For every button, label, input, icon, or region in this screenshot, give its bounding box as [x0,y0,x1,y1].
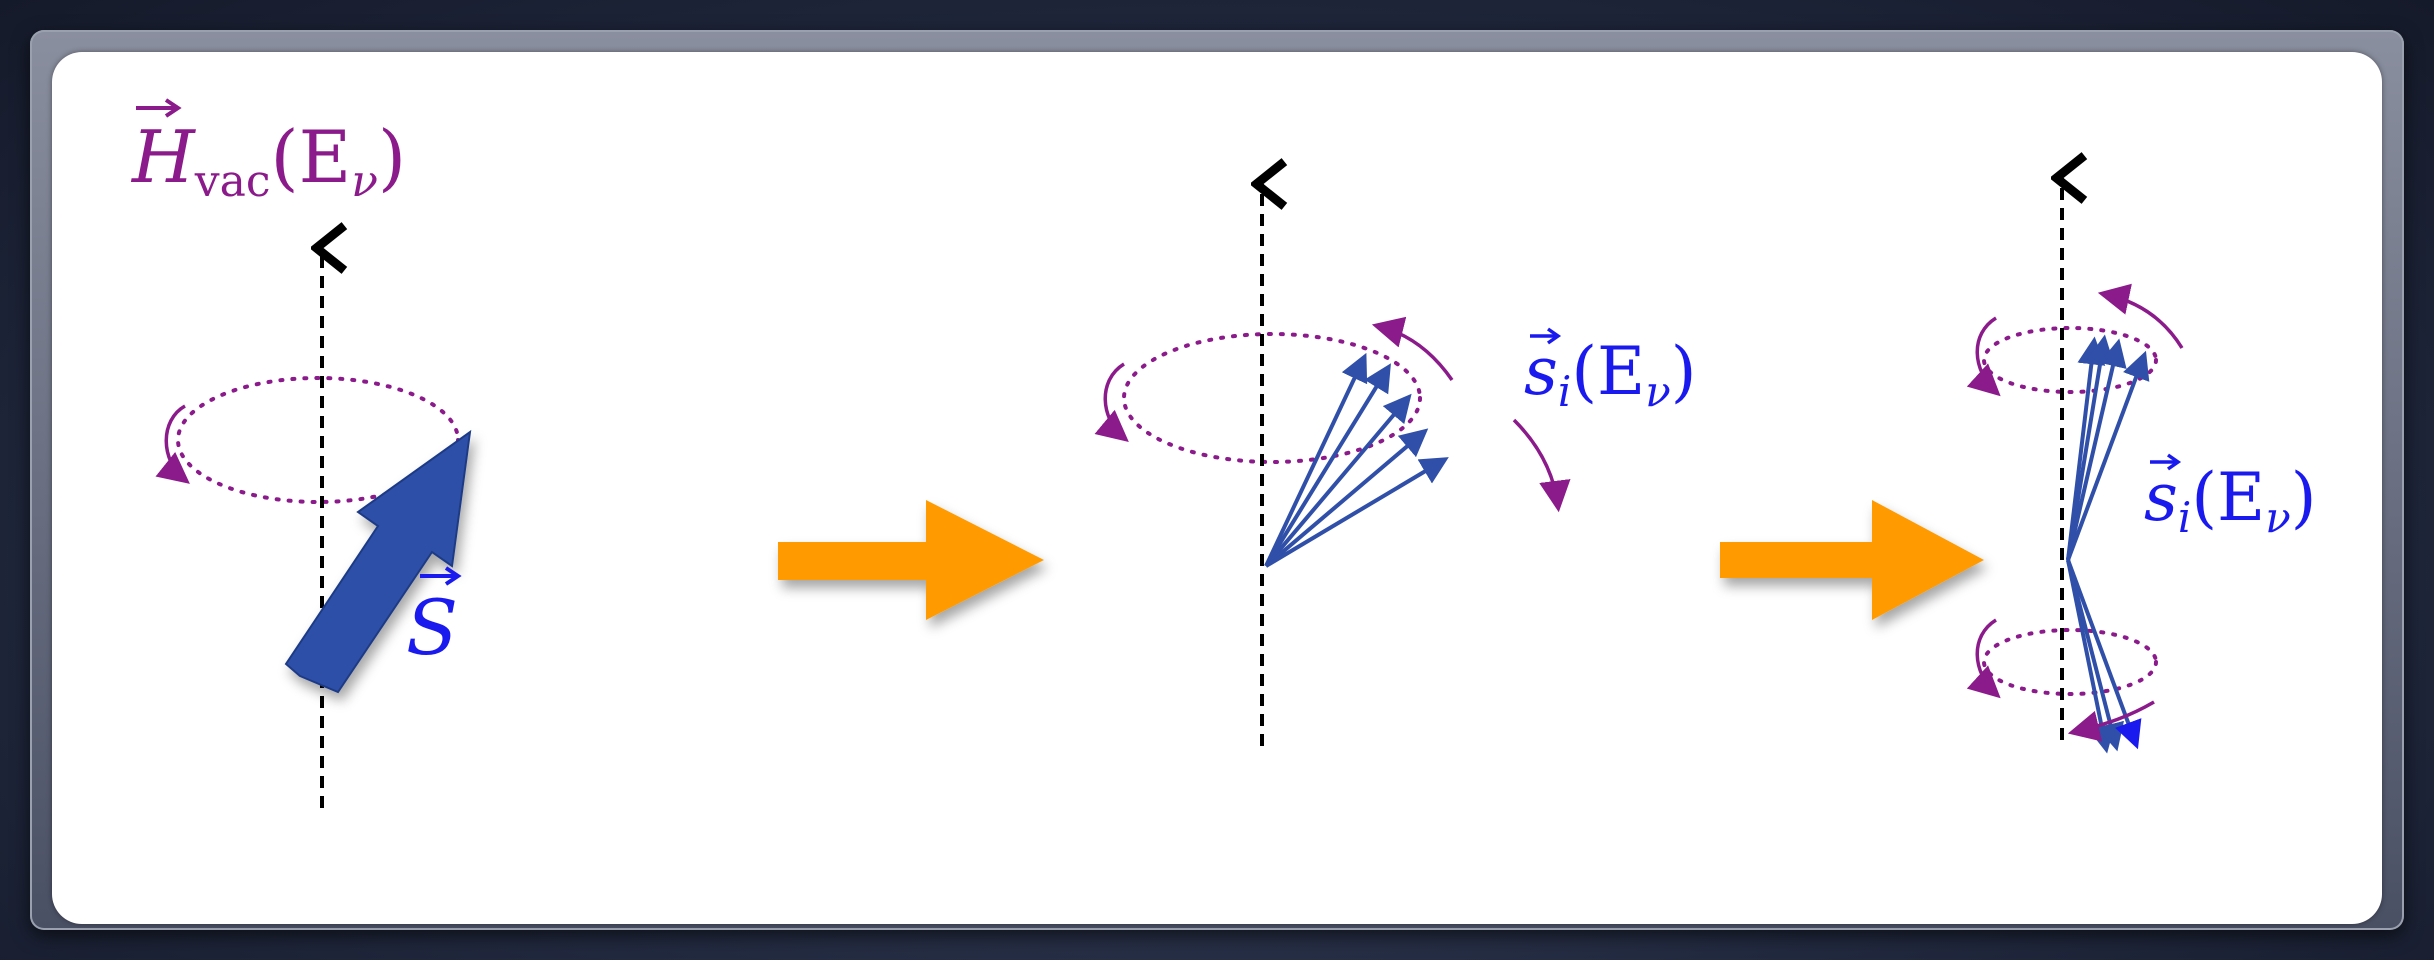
spin-fan-lower [2068,560,2136,748]
panel-3: si(Eν) [1977,178,2316,748]
spins-label-middle: si(Eν) [1524,333,1697,416]
rotation-arrow-icon [1378,326,1452,380]
total-spin-label: S [406,583,458,672]
spin-vector [1266,368,1388,566]
panel-1: Hvac(Eν) S [130,100,470,808]
transition-arrow-1 [778,500,1044,620]
transition-arrow-2 [1720,500,1984,620]
vector-hat-icon [420,568,458,584]
precession-orbit-upper [1984,328,2156,392]
spin-vector [2068,340,2104,560]
rotation-arrow-icon [1977,318,1996,392]
vector-hat-icon [136,100,178,116]
rotation-arrow-icon [1514,420,1558,506]
precession-orbit [1124,334,1420,462]
spin-vector [2068,560,2116,746]
spins-label-right: si(Eν) [2144,459,2317,542]
panel-2: si(Eν) [1105,184,1696,746]
rotation-arrow-icon [2104,294,2182,348]
spin-vector [2068,344,2118,560]
hamiltonian-label: Hvac(Eν) [130,115,406,207]
rotation-arrow-icon [166,406,185,480]
spin-vector [1266,398,1408,566]
rotation-arrow-icon [1977,620,1996,694]
precession-orbit-lower [1984,630,2156,694]
spin-fan-upper [2068,340,2144,560]
rotation-arrow-icon [1105,364,1124,438]
rotation-arrow-icon [2074,702,2154,732]
